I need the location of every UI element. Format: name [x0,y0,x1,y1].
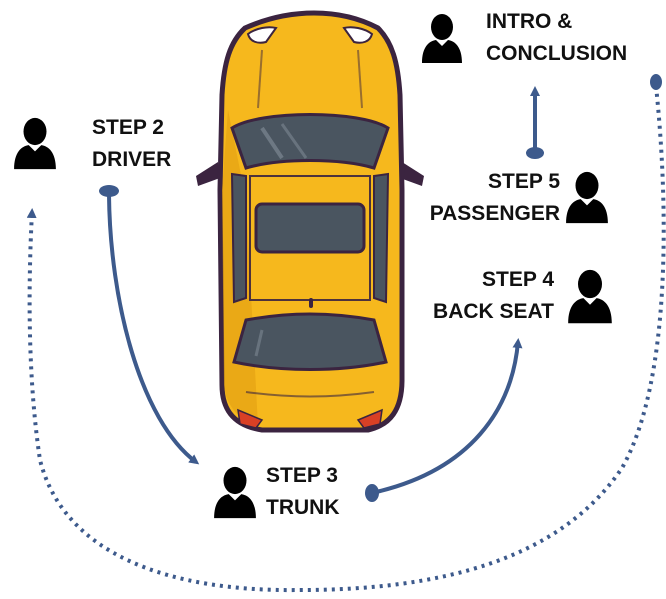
arrow-intro-to-step2-loop [26,74,666,593]
person-icon [14,117,56,170]
person-icon [214,466,256,519]
label-step5-line2: PASSENGER [429,202,560,225]
label-step2-line2: DRIVER [92,148,172,171]
label-step4-backseat: STEP 4 BACK SEAT [433,264,554,328]
person-icon [566,171,608,224]
label-step5-passenger: STEP 5 PASSENGER [430,166,560,230]
label-step2-line1: STEP 2 [92,116,164,139]
person-icon [422,14,462,63]
label-step4-line1: STEP 4 [482,268,554,291]
label-intro-conclusion: INTRO & CONCLUSION [486,6,627,70]
person-icon [568,269,612,324]
label-step4-line2: BACK SEAT [433,300,554,323]
label-step5-line1: STEP 5 [488,170,560,193]
car-icon [196,10,424,433]
label-step3-line1: STEP 3 [266,464,338,487]
label-intro-line2: CONCLUSION [486,42,628,65]
label-intro-line1: INTRO & [486,10,573,33]
label-step3-line2: TRUNK [266,496,340,519]
arrow-step2-to-step3 [99,185,200,465]
label-step3-trunk: STEP 3 TRUNK [266,460,340,524]
label-step2-driver: STEP 2 DRIVER [92,112,171,176]
arrow-step5-to-intro [526,86,544,159]
arrow-step3-to-step4 [365,338,523,502]
